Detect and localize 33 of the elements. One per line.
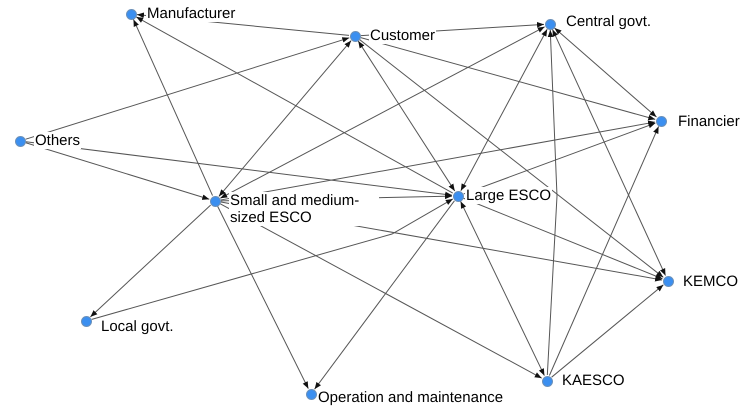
arrow bbox=[460, 28, 548, 192]
arrow bbox=[359, 39, 664, 278]
arrow bbox=[548, 126, 660, 376]
node-label: Small and medium-sized ESCO bbox=[229, 192, 379, 226]
arrow bbox=[360, 37, 656, 120]
arrow bbox=[220, 120, 656, 200]
node-label: Customer bbox=[369, 27, 436, 44]
arrow bbox=[460, 200, 545, 376]
node-label: Large ESCO bbox=[465, 187, 552, 204]
node-label: Operation and maintenance bbox=[317, 389, 504, 406]
arrow bbox=[463, 198, 663, 280]
arrow bbox=[546, 30, 558, 376]
arrow bbox=[132, 18, 214, 196]
arrow bbox=[314, 200, 455, 390]
arrow bbox=[25, 141, 453, 198]
arrow bbox=[552, 28, 666, 276]
arrow bbox=[90, 204, 212, 318]
arrow bbox=[220, 26, 546, 199]
arrow bbox=[136, 16, 454, 194]
arrow bbox=[220, 203, 542, 379]
arrow bbox=[218, 40, 352, 197]
node-label: Local govt. bbox=[100, 318, 175, 335]
arrow bbox=[217, 206, 309, 390]
arrow bbox=[25, 142, 210, 200]
node-label: Manufacturer bbox=[146, 5, 236, 22]
arrow bbox=[463, 122, 656, 194]
node-label: Central govt. bbox=[565, 13, 652, 30]
arrow bbox=[554, 27, 657, 118]
arrow bbox=[91, 198, 454, 320]
arrow bbox=[25, 37, 350, 140]
arrow bbox=[551, 284, 664, 378]
node-label: Others bbox=[34, 132, 82, 149]
arrow bbox=[358, 40, 456, 192]
